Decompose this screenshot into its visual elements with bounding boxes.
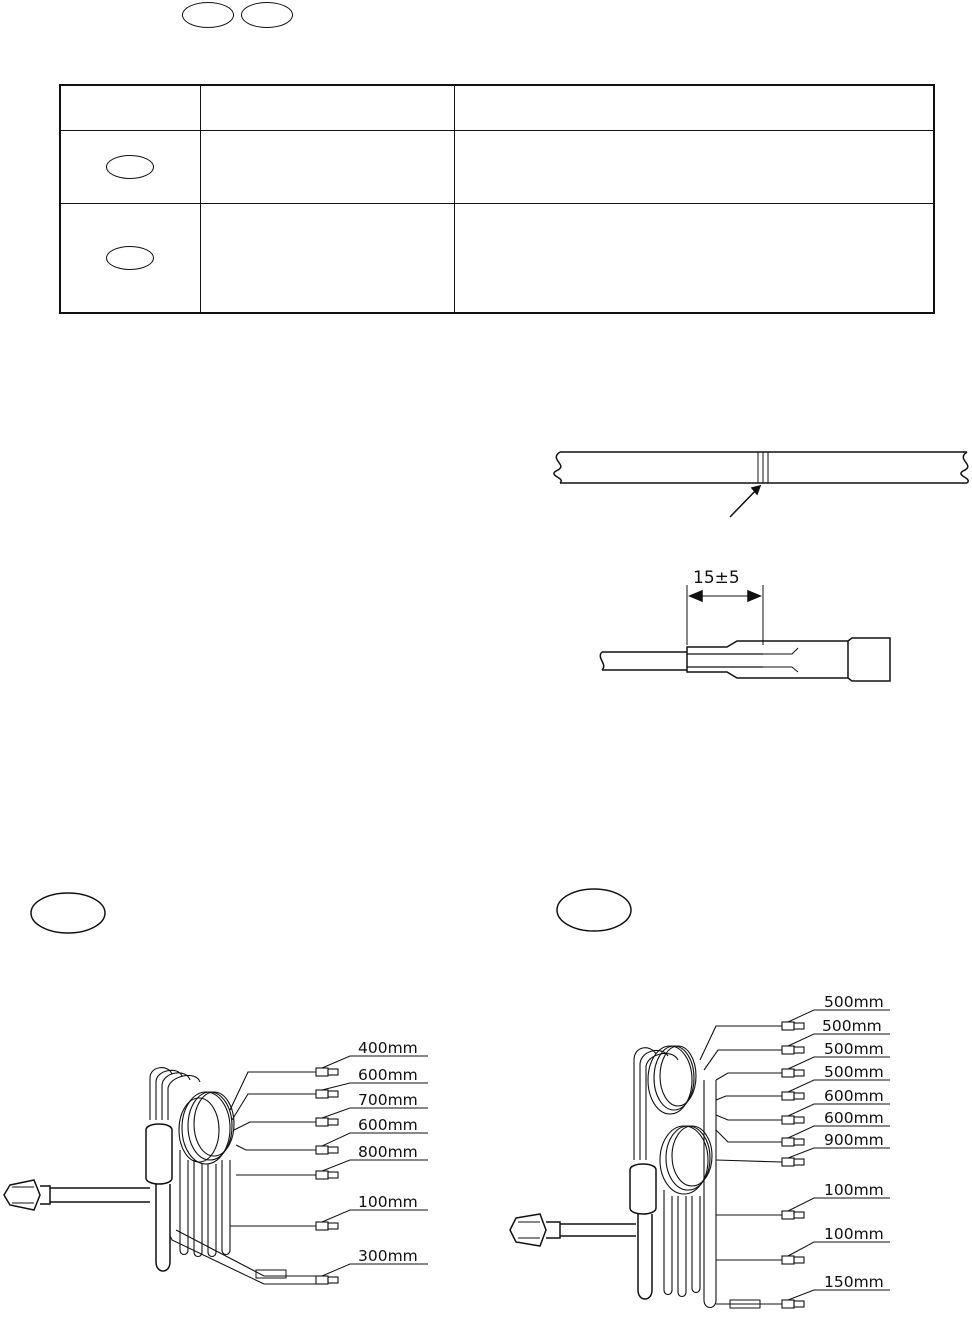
dimension-label: 15±5	[693, 568, 740, 588]
left-distributor-illustration	[3, 1055, 428, 1285]
right-section-badge	[556, 888, 632, 932]
weld-arrow	[729, 484, 762, 518]
length-label: 600mm	[358, 1116, 418, 1134]
header-badge-2	[241, 2, 293, 28]
right-distributor-illustration	[509, 1009, 890, 1309]
length-label: 500mm	[824, 1040, 884, 1058]
length-label: 600mm	[824, 1087, 884, 1105]
table-cell	[199, 130, 455, 204]
length-label: 150mm	[824, 1273, 884, 1291]
table-header-cell	[59, 84, 201, 131]
length-label: 600mm	[824, 1109, 884, 1127]
length-label: 500mm	[824, 993, 884, 1011]
length-label: 100mm	[824, 1181, 884, 1199]
pipe-joint-illustration	[553, 451, 969, 484]
length-label: 100mm	[824, 1225, 884, 1243]
length-label: 500mm	[822, 1017, 882, 1035]
model-badge	[106, 246, 155, 270]
table-cell	[199, 203, 455, 314]
right-length-labels: 500mm 500mm 500mm 500mm 600mm 600mm 900m…	[822, 993, 884, 1291]
model-badge	[106, 155, 155, 179]
length-label: 600mm	[358, 1066, 418, 1084]
length-label: 800mm	[358, 1143, 418, 1161]
length-label: 300mm	[358, 1247, 418, 1265]
header-badge-1	[182, 2, 234, 28]
spec-table	[59, 84, 935, 314]
length-label: 500mm	[824, 1063, 884, 1081]
table-cell	[453, 130, 935, 204]
table-row	[59, 130, 935, 204]
length-label: 400mm	[358, 1039, 418, 1057]
length-label: 900mm	[824, 1131, 884, 1149]
table-header-row	[59, 84, 935, 131]
insertion-detail-illustration	[599, 585, 891, 682]
left-length-labels: 400mm 600mm 700mm 600mm 800mm 100mm 300m…	[358, 1039, 418, 1265]
table-cell	[59, 130, 201, 204]
length-label: 700mm	[358, 1091, 418, 1109]
left-section-badge	[30, 892, 106, 934]
table-header-cell	[453, 84, 935, 131]
table-row	[59, 203, 935, 314]
length-label: 100mm	[358, 1193, 418, 1211]
table-cell	[453, 203, 935, 314]
table-header-cell	[199, 84, 455, 131]
